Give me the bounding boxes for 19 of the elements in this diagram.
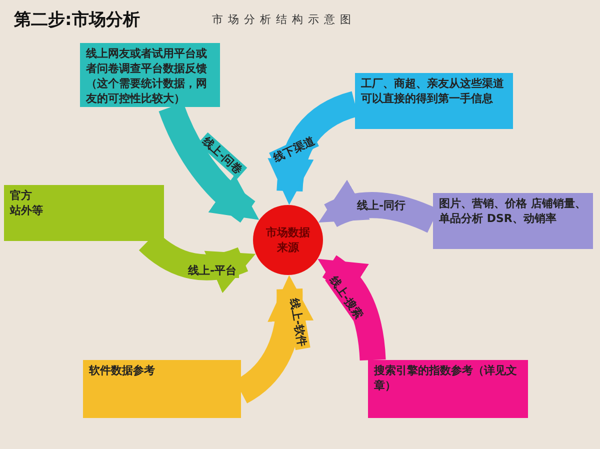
- arrow-label: 线上-同行: [355, 198, 408, 213]
- arrow-label: 线上-平台: [186, 263, 239, 278]
- info-box: [80, 43, 220, 107]
- center-text: 市场数据来源: [265, 225, 311, 255]
- box-text: 软件数据参考: [89, 363, 156, 378]
- title: 第二步:市场分析: [14, 9, 140, 31]
- box-text: 官方: [10, 188, 33, 203]
- curved-arrow: [318, 256, 386, 361]
- info-box: [4, 185, 164, 241]
- info-box: [83, 360, 241, 418]
- box-text: 工厂、商超、亲友从这些渠道可以直接的得到第一手信息: [361, 76, 505, 106]
- info-box: [433, 193, 593, 249]
- subtitle: 市场分析结构示意图: [212, 12, 356, 27]
- box-text: 站外等: [10, 203, 44, 218]
- info-box: [355, 73, 513, 129]
- box-text: 搜索引擎的指数参考（详见文章）: [374, 363, 518, 393]
- info-box: [368, 360, 528, 418]
- box-text: 图片、营销、价格 店铺销量、单品分析 DSR、动销率: [439, 196, 587, 226]
- box-text: 线上网友或者试用平台或者问卷调查平台数据反馈（这个需要统计数据，网友的可控性比较大）: [86, 46, 208, 106]
